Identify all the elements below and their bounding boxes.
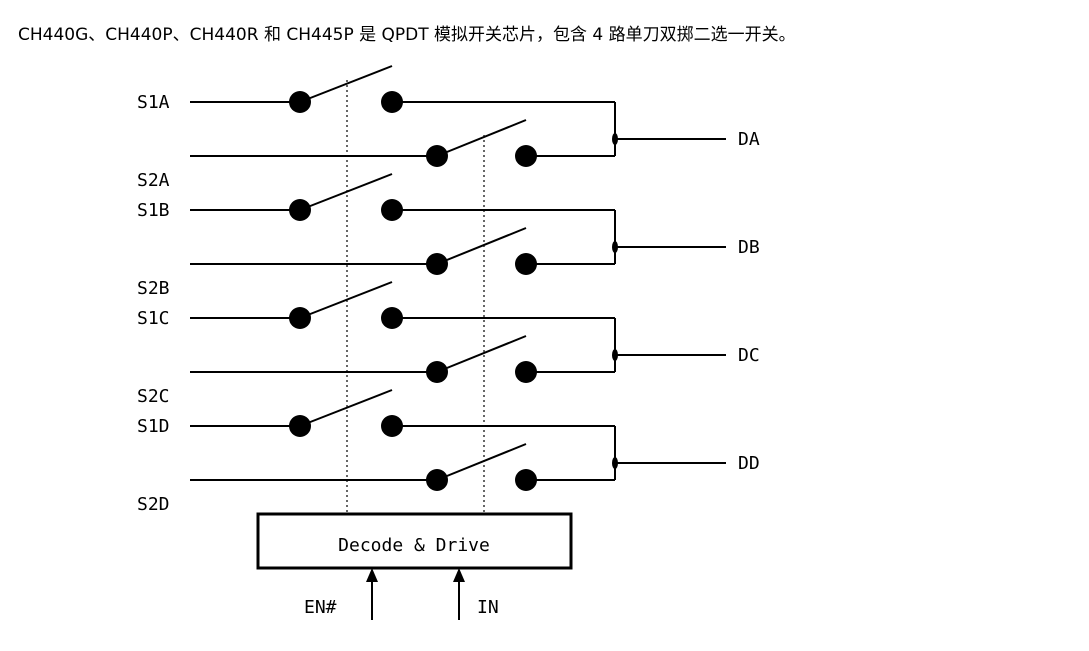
s2-label: S2A xyxy=(137,170,170,191)
s1-label: S1A xyxy=(137,92,170,113)
s2-label: S2D xyxy=(137,494,170,515)
d-label: DD xyxy=(738,453,760,474)
s2-switch-lever xyxy=(436,335,527,373)
s1-label: S1B xyxy=(137,200,170,221)
d-label: DA xyxy=(738,129,760,150)
en-arrow-head xyxy=(366,568,378,582)
decode-drive-block xyxy=(256,512,573,570)
s2-switch-lever xyxy=(436,443,527,481)
d-label: DB xyxy=(738,237,760,258)
in-arrow-head xyxy=(453,568,465,582)
s1-label: S1C xyxy=(137,308,170,329)
d-label: DC xyxy=(738,345,760,366)
in-input-label: IN xyxy=(477,597,499,618)
s1-switch-lever xyxy=(299,281,393,319)
s1-switch-lever xyxy=(299,173,393,211)
s2-label: S2B xyxy=(137,278,170,299)
s1-switch-lever xyxy=(299,65,393,103)
s2-switch-lever xyxy=(436,119,527,157)
en-input-label: EN# xyxy=(304,597,337,618)
decode-drive-label: Decode & Drive xyxy=(338,535,490,556)
s1-label: S1D xyxy=(137,416,170,437)
s2-switch-lever xyxy=(436,227,527,265)
intro-text: CH440G、CH440P、CH440R 和 CH445P 是 QPDT 模拟开… xyxy=(18,25,796,45)
s1-switch-lever xyxy=(299,389,393,427)
s2-label: S2C xyxy=(137,386,170,407)
channels-group: S1A S2A DA S1B S2B DB S1C S2C DC S1D S2D DD xyxy=(137,65,760,515)
